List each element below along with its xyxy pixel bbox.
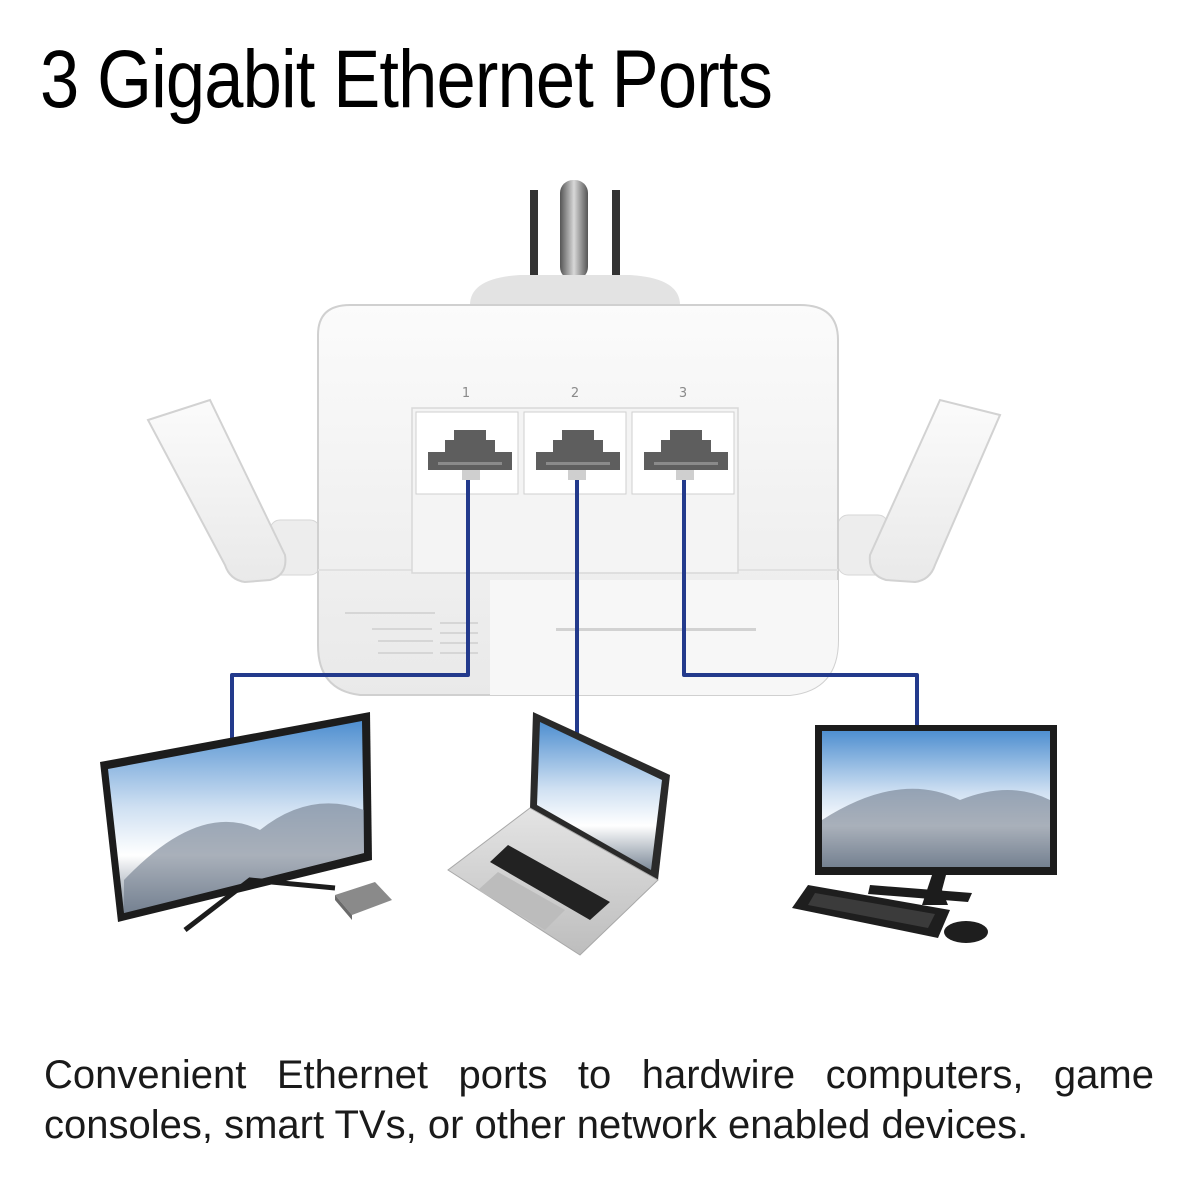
- description-text: Convenient Ethernet ports to hardwire co…: [44, 1053, 1154, 1147]
- port-number-1: 1: [462, 386, 470, 401]
- port-number-3: 3: [679, 386, 687, 401]
- page-title: 3 Gigabit Ethernet Ports: [40, 34, 773, 125]
- ethernet-port-icon: [415, 411, 519, 495]
- wall-plug-icon: [470, 180, 680, 305]
- cable-port-3: [682, 480, 919, 732]
- laptop-icon: [447, 712, 670, 956]
- smart-tv-icon: [100, 712, 372, 932]
- antenna-icon: [146, 398, 321, 584]
- keyboard-icon: [792, 885, 950, 938]
- desktop-monitor-icon: [815, 725, 1057, 905]
- port-number-2: 2: [571, 386, 579, 401]
- ethernet-cables: [230, 480, 919, 748]
- mouse-icon: [944, 921, 988, 943]
- streaming-box-icon: [335, 882, 392, 920]
- cable-port-1: [230, 480, 470, 748]
- antenna-icon: [837, 398, 1002, 584]
